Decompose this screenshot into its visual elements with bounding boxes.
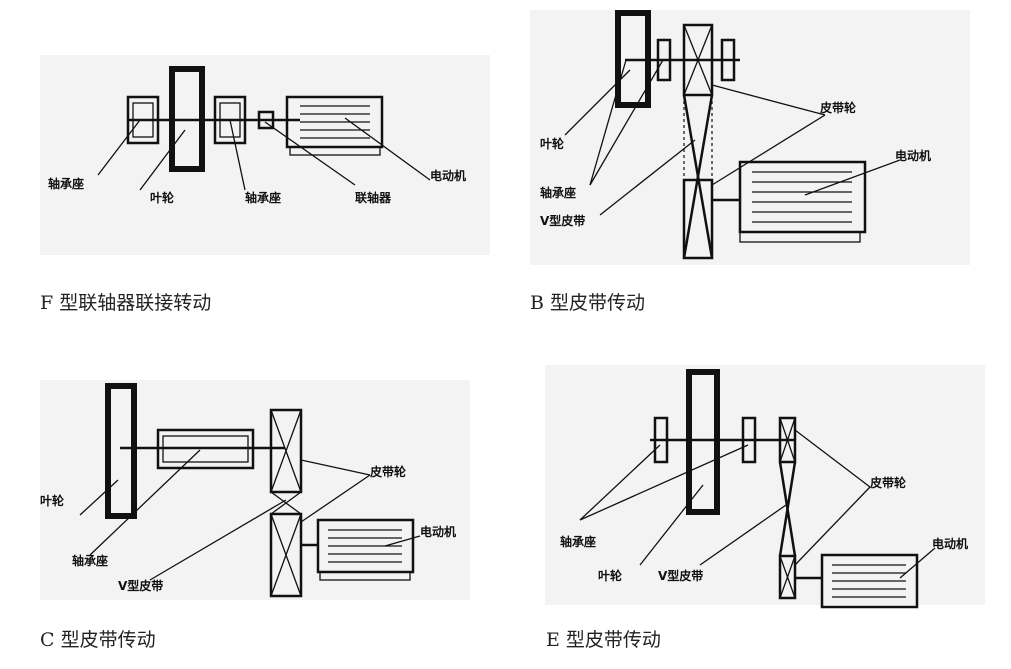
motor [820,553,919,609]
label-bearing-left: 轴承座 [48,176,84,191]
diagram-b: 叶轮 皮带轮 电动机 轴承座 V型皮带 [530,10,970,265]
label-impeller: 叶轮 [150,190,175,205]
caption-b: B 型皮带传动 [530,292,646,314]
label-belt: V型皮带 [118,578,163,593]
bearing-block [741,416,757,464]
diagram-f-background [40,55,490,255]
label-pulley: 皮带轮 [819,100,857,115]
pulley-upper [682,23,714,97]
label-impeller: 叶轮 [40,493,65,508]
impeller [105,383,137,519]
bearing-block-right [213,95,247,145]
label-bearing: 轴承座 [72,553,108,568]
label-bearing-right: 轴承座 [245,190,281,205]
pulley-lower [682,178,714,260]
bearing-block [653,416,669,464]
caption-e: E 型皮带传动 [546,629,661,651]
diagram-f: 轴承座 叶轮 轴承座 联轴器 电动机 [40,55,490,255]
label-motor: 电动机 [430,168,466,183]
label-motor: 电动机 [932,536,968,551]
diagram-c-background [40,380,470,600]
label-impeller: 叶轮 [540,136,565,151]
diagram-e: 轴承座 叶轮 V型皮带 皮带轮 电动机 [545,365,985,609]
impeller [686,369,720,515]
label-coupling: 联轴器 [355,190,392,205]
caption-f: F 型联轴器联接转动 [40,292,212,314]
bearing-block [656,38,672,82]
diagram-b-background [530,10,970,265]
label-bearing: 轴承座 [560,534,596,549]
coupling [257,110,275,130]
label-impeller: 叶轮 [598,568,623,583]
bearing-block [156,428,255,470]
label-pulley: 皮带轮 [869,475,907,490]
impeller [169,66,205,172]
impeller [615,10,651,108]
pulley-upper [269,408,303,494]
diagram-e-background [545,365,985,605]
label-belt: V型皮带 [540,213,585,228]
label-motor: 电动机 [895,148,931,163]
pulley-lower [269,512,303,598]
bearing-block [720,38,736,82]
pulley-upper [778,416,797,464]
label-pulley: 皮带轮 [369,464,407,479]
label-belt: V型皮带 [658,568,703,583]
caption-c: C 型皮带传动 [40,629,156,651]
diagram-c: 叶轮 皮带轮 电动机 轴承座 V型皮带 [40,380,470,600]
bearing-block-left [126,95,160,145]
label-bearing: 轴承座 [540,185,576,200]
label-motor: 电动机 [420,524,456,539]
